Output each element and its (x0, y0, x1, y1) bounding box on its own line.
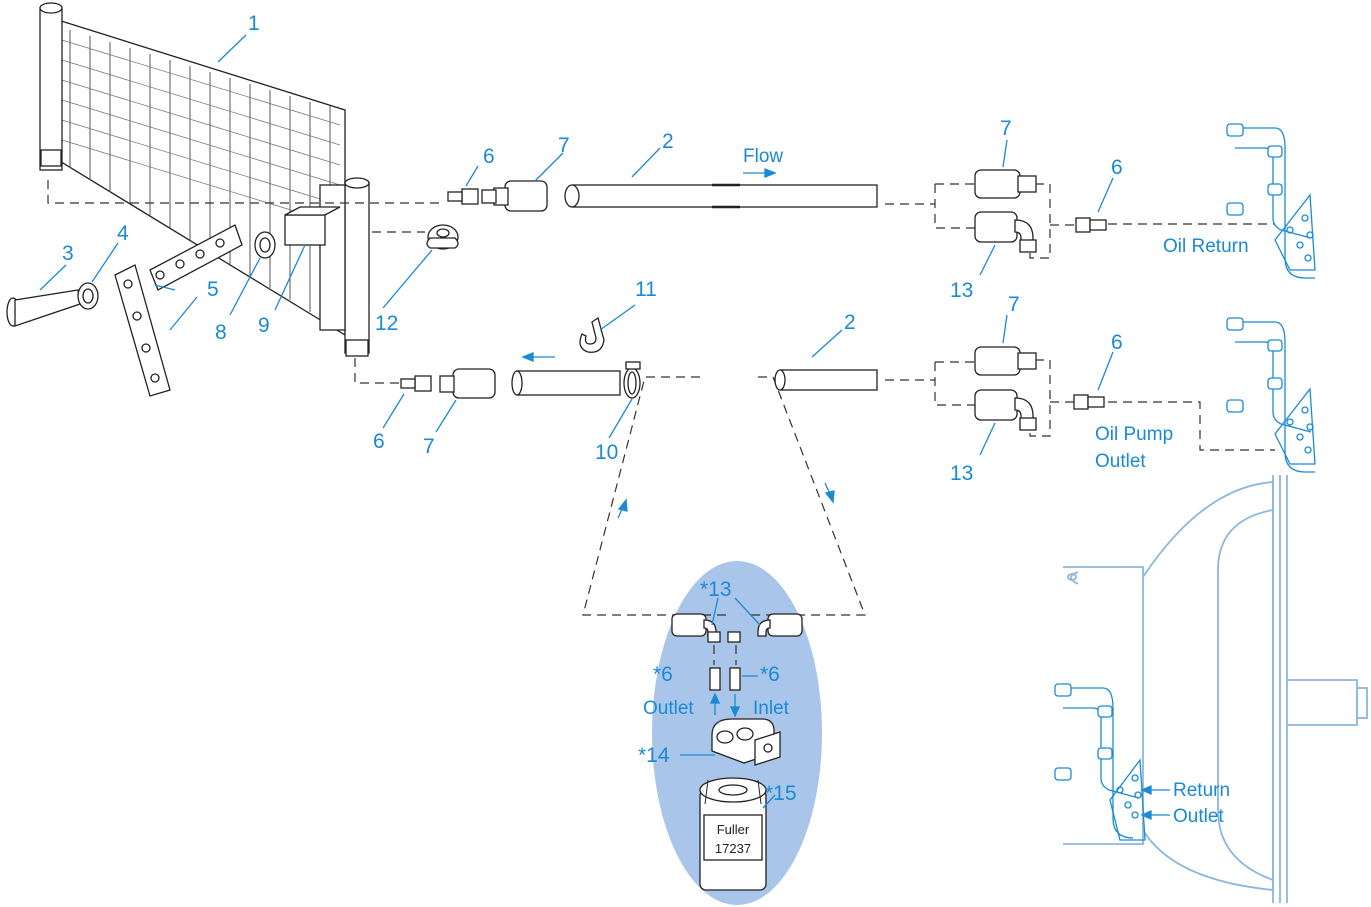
hose-lower-left (511, 370, 621, 396)
brackets-5 (114, 224, 243, 397)
callout-12: 12 (375, 312, 398, 335)
label-flow: Flow (743, 146, 783, 167)
callout-6-lower-right: 6 (1111, 331, 1123, 354)
swivel-nut-7-upper-left (481, 180, 548, 212)
callout-7-lower-right: 7 (1008, 293, 1020, 316)
label-outlet-transmission: Outlet (1173, 806, 1224, 827)
label-inlet: Inlet (753, 698, 790, 719)
callout-9: 9 (258, 314, 270, 337)
callout-star-6-outlet: *6 (653, 663, 673, 686)
callout-6-lower-left: 6 (373, 430, 385, 453)
fitting-block-9 (284, 214, 326, 246)
transmission-sketch-lower (1226, 317, 1316, 473)
hose-2-lower (774, 369, 878, 391)
callout-13-lower: 13 (950, 462, 973, 485)
elbow-fitting-12 (426, 224, 459, 250)
flow-arrows (521, 168, 1170, 821)
filter-head-14 (711, 718, 781, 766)
callout-7-upper-right: 7 (1000, 117, 1012, 140)
fitting-13-lower-right (974, 389, 1037, 431)
label-oil-pump-outlet-line2: Outlet (1095, 451, 1146, 472)
label-oil-return: Oil Return (1163, 236, 1249, 257)
callout-6-upper-right: 6 (1111, 156, 1123, 179)
adapter-6-outlet (709, 667, 721, 691)
connection-lines (47, 180, 1275, 616)
callout-5: 5 (207, 278, 219, 301)
callout-star-6-inlet: *6 (760, 663, 780, 686)
filter-part-number: 17237 (715, 841, 751, 856)
callout-13-upper: 13 (950, 279, 973, 302)
label-outlet: Outlet (643, 698, 694, 719)
hose-2-upper (564, 183, 878, 209)
callout-8: 8 (215, 321, 227, 344)
callout-10: 10 (595, 441, 618, 464)
adapter-6-upper-right (1075, 217, 1107, 233)
transmission-sketch-upper (1226, 123, 1316, 279)
oil-filter-15 (699, 777, 767, 891)
callout-6-upper-left: 6 (483, 145, 495, 168)
adapter-6-lower-right (1073, 394, 1105, 410)
callout-star-14: *14 (638, 744, 670, 767)
label-return: Return (1173, 780, 1230, 801)
filter-brand: Fuller (717, 822, 750, 837)
transmission-housing (1054, 475, 1368, 903)
gasket-8 (254, 231, 276, 259)
callout-7-upper-left: 7 (558, 134, 570, 157)
callout-4: 4 (117, 222, 129, 245)
clamp-10 (623, 361, 641, 399)
callout-2-upper: 2 (662, 130, 674, 153)
leader-lines (39, 34, 1114, 809)
callout-2-lower: 2 (844, 311, 856, 334)
callout-1: 1 (248, 12, 260, 35)
adapter-6-upper-left (447, 188, 479, 205)
swivel-nut-7-lower-left (439, 368, 496, 399)
callout-3: 3 (62, 242, 74, 265)
callout-11: 11 (635, 278, 657, 301)
callout-star-15: *15 (765, 782, 797, 805)
callout-7-lower-left: 7 (423, 435, 435, 458)
filter-kit-fittings (671, 613, 803, 691)
washer-4 (77, 282, 99, 310)
adapter-6-inlet (729, 667, 741, 691)
callout-star-13: *13 (700, 578, 732, 601)
oil-cooler-radiator (39, 2, 370, 357)
fitting-7-upper-right (974, 169, 1037, 199)
fitting-13-upper-right (974, 211, 1037, 253)
adapter-6-lower-left (400, 375, 432, 392)
fitting-7-lower-right (974, 346, 1037, 376)
label-oil-pump-outlet-line1: Oil Pump (1095, 424, 1173, 445)
clip-11 (579, 316, 605, 353)
bolt-3 (6, 289, 81, 327)
